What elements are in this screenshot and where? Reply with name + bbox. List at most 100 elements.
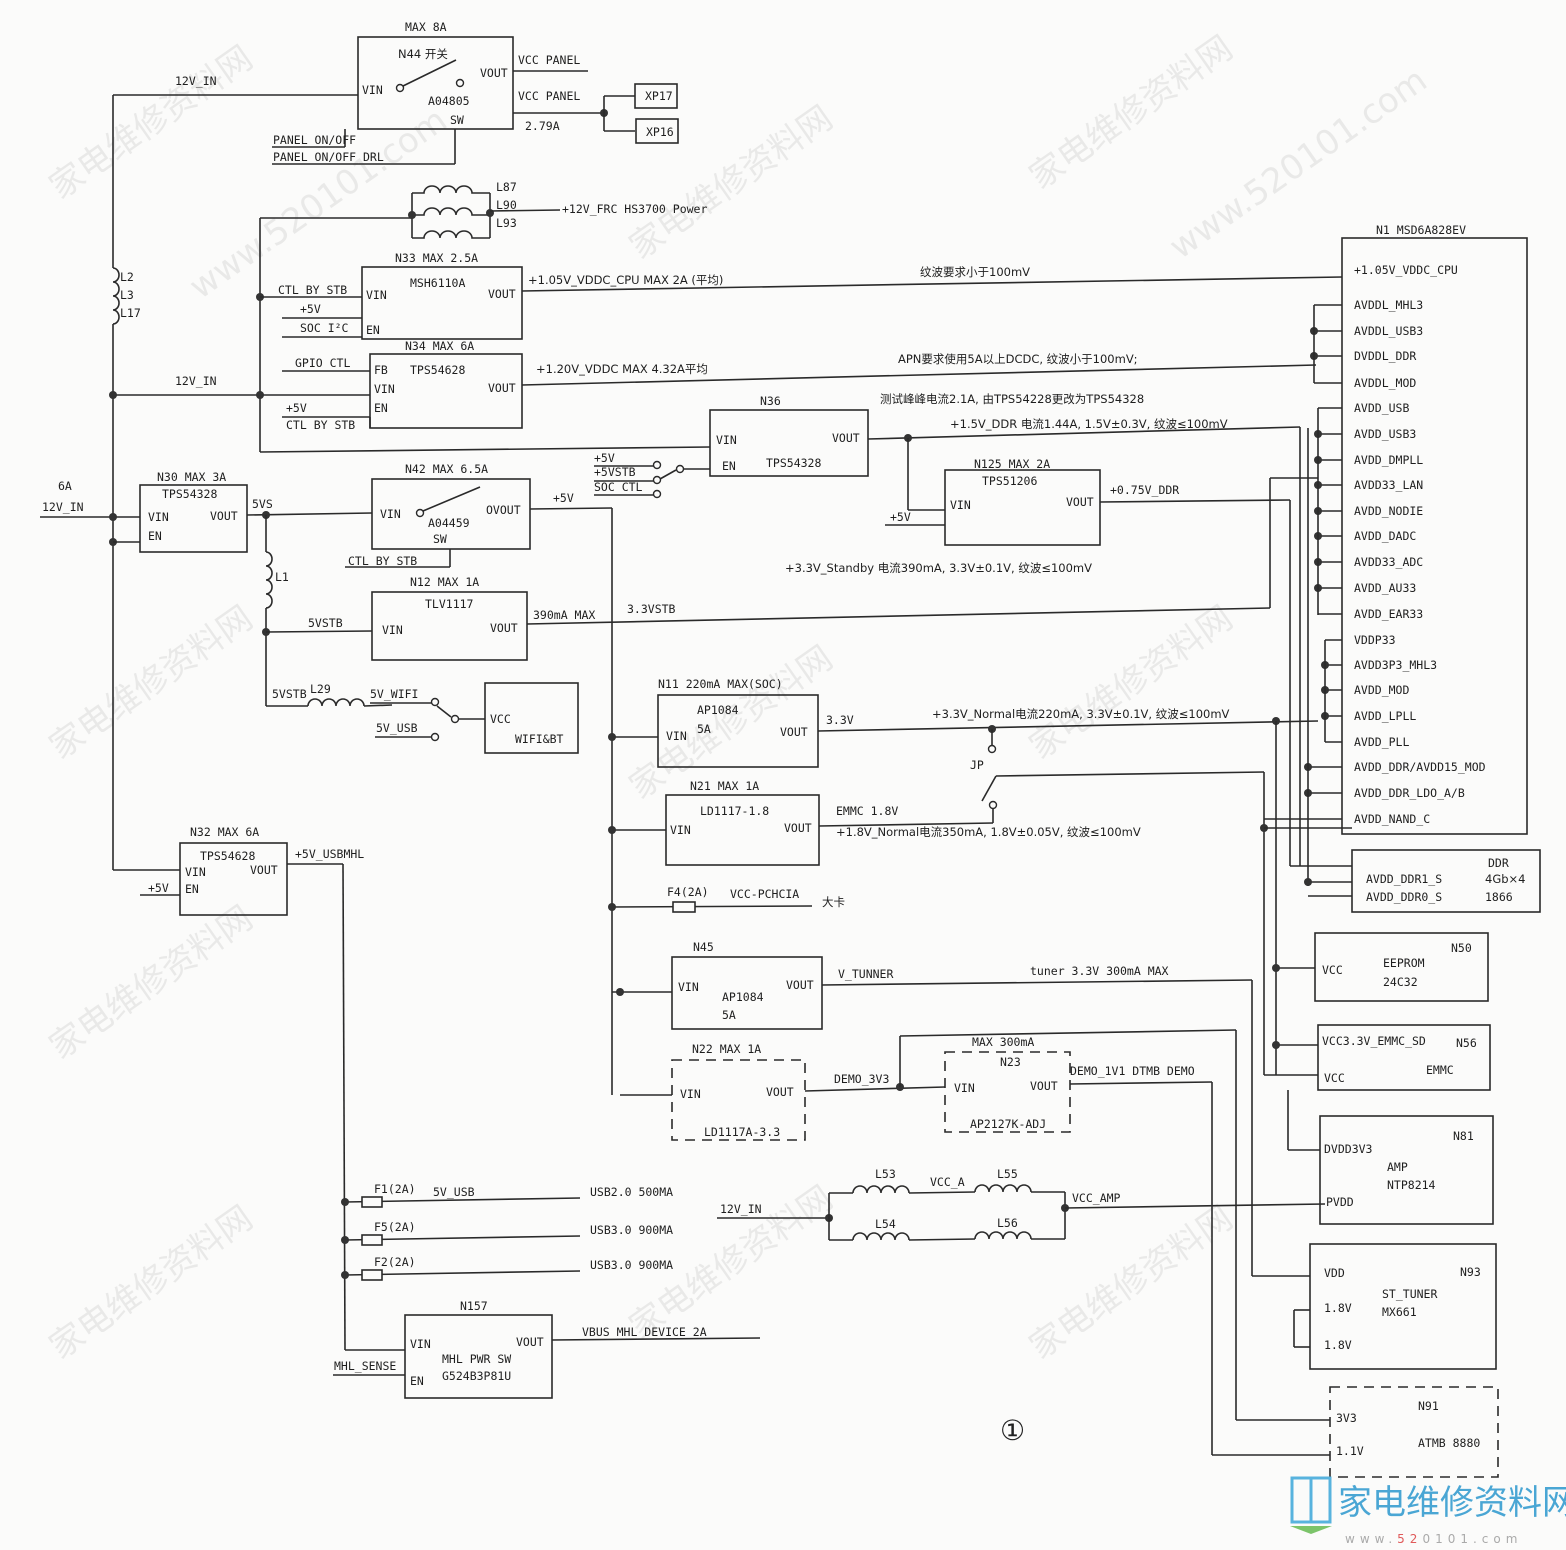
apn-note: APN要求使用5A以上DCDC, 纹波小于100mV;: [898, 352, 1138, 366]
n56-emmc: VCC3.3V_EMMC_SD N56 EMMC VCC: [1263, 1024, 1491, 1091]
net-label-5v: +5V: [553, 491, 574, 505]
ctl-label: CTL BY STB: [286, 418, 355, 432]
n33-regulator: N33 MAX 2.5A MSH6110A VIN VOUT EN CTL BY…: [260, 251, 1343, 340]
pin-label: VCC: [1324, 1071, 1345, 1085]
normal-1v8-note: +1.8V_Normal电流350mA, 1.8V±0.05V, 纹波≤100m…: [836, 825, 1141, 839]
pin-label: VOUT: [766, 1085, 794, 1099]
pin-label: VIN: [716, 433, 737, 447]
jumper-label: JP: [970, 758, 984, 772]
site-logo: 家电维修资料网 www.520101.com: [1290, 1476, 1566, 1546]
n36-ddr-regulator: N36 VIN VOUT EN TPS54328 +5V +5VSTB SOC …: [594, 392, 1301, 866]
soc-pin-label: AVDD3P3_MHL3: [1354, 658, 1437, 672]
inductor-label: L53: [875, 1167, 896, 1181]
net-label-vddc: +1.20V_VDDC MAX 4.32A平均: [536, 362, 708, 376]
input-label: +5V: [286, 401, 307, 415]
fuse-label: F4(2A): [667, 885, 709, 899]
pin-label: VOUT: [488, 381, 516, 395]
change-note: 测试峰峰电流2.1A, 由TPS54228更改为TPS54328: [880, 392, 1144, 406]
inductor-label: L55: [997, 1167, 1018, 1181]
net-label-3v3stb: 3.3VSTB: [627, 602, 676, 616]
pin-label: VIN: [382, 623, 403, 637]
block-title: N22 MAX 1A: [692, 1042, 761, 1056]
pin-label: VIN: [678, 980, 699, 994]
n157-mhl-switch: N157 VIN VOUT MHL PWR SW G524B3P81U EN M…: [333, 1299, 761, 1399]
soc-pin-label: AVDD_DDR/AVDD15_MOD: [1354, 760, 1486, 774]
part-rating: 5A: [722, 1008, 736, 1022]
fuse-symbol: [361, 1234, 383, 1246]
chip-label: MX661: [1382, 1305, 1417, 1319]
connector-label: XP17: [645, 89, 673, 103]
net-label-demo-3v3: DEMO_3V3: [834, 1072, 889, 1086]
en-option-label: SOC CTL: [594, 480, 643, 494]
net-label-12v-in: 12V_IN: [175, 74, 217, 88]
wifi-option-label: 5V_WIFI: [370, 687, 418, 701]
pin-label: VOUT: [516, 1335, 544, 1349]
input-label: +5V: [148, 881, 169, 895]
part-number: G524B3P81U: [442, 1369, 511, 1383]
n11-3v3-ldo: N11 220mA MAX(SOC) AP1084 5A VIN VOUT 3.…: [608, 677, 1319, 1075]
net-label-12v-frc: +12V_FRC HS3700 Power: [562, 202, 707, 216]
fuse-symbol: [361, 1196, 383, 1208]
pin-label: VOUT: [210, 509, 238, 523]
pin-label: VIN: [670, 823, 691, 837]
pin-label: VIN: [666, 729, 687, 743]
pin-label: SW: [433, 532, 447, 546]
soc-pin-label: AVDDL_MOD: [1354, 376, 1416, 390]
block-ref: N56: [1456, 1036, 1477, 1050]
pin-label: VIN: [374, 382, 395, 396]
watermark-text: 家电维修资料网: [42, 598, 260, 767]
pin-label: EN: [410, 1374, 424, 1388]
en-option-label: +5VSTB: [594, 465, 636, 479]
block-title: N45: [693, 940, 714, 954]
part-rating: 5A: [697, 722, 711, 736]
soc-pin-label: AVDD_DMPLL: [1354, 453, 1423, 467]
net-label-5v-usb: 5V_USB: [433, 1185, 475, 1199]
net-label-vddc-cpu: +1.05V_VDDC_CPU MAX 2A (平均): [528, 273, 723, 287]
frc-inductor-bank: L87 L90 L93 +12V_FRC HS3700 Power: [408, 180, 707, 239]
destination-label: 大卡: [822, 895, 845, 909]
net-label-vcc-panel: VCC PANEL: [518, 53, 580, 67]
n23-demo-1v1: MAX 300mA N23 VIN VOUT AP2127K-ADJ DEMO_…: [944, 1035, 1330, 1456]
net-label-v-tunner: V_TUNNER: [838, 967, 893, 981]
watermark-layer: 家电维修资料网 www.520101.com 家电维修资料网 家电维修资料网 w…: [42, 28, 1434, 1367]
n81-audio-amp: N81 DVDD3V3 AMP NTP8214 PVDD: [1287, 1090, 1494, 1225]
pin-label: VIN: [185, 865, 206, 879]
inductor-label: L1: [275, 570, 289, 584]
part-number: A04805: [428, 94, 470, 108]
watermark-text: 家电维修资料网: [622, 98, 840, 267]
n22-demo-ldo: N22 MAX 1A VIN VOUT LD1117A-3.3 DEMO_3V3: [620, 1029, 1330, 1421]
net-label-3v3: 3.3V: [826, 713, 854, 727]
input-net-label: 12V_IN: [42, 500, 84, 514]
pin-label: VIN: [410, 1337, 431, 1351]
net-label-vcc-panel: VCC PANEL: [518, 89, 580, 103]
pin-label: VOUT: [784, 821, 812, 835]
ddr-memory: DDR AVDD_DDR1_S 4Gb×4 AVDD_DDR0_S 1866: [1290, 849, 1541, 913]
pin-label: AVDD_DDR1_S: [1366, 872, 1442, 886]
module-label: WIFI&BT: [515, 732, 564, 746]
n32-usb-mhl-buck: N32 MAX 6A TPS54628 VIN VOUT EN +5V +5V_…: [140, 825, 364, 1351]
pin-label: VCC3.3V_EMMC_SD: [1322, 1034, 1426, 1048]
fuse-label: F5(2A): [374, 1220, 416, 1234]
input-label: +5V: [300, 302, 321, 316]
tuner-note: tuner 3.3V 300mA MAX: [1030, 964, 1169, 978]
part-number: LD1117-1.8: [700, 804, 769, 818]
inductor-label: L29: [310, 682, 331, 696]
chip-label: ATMB 8880: [1418, 1436, 1480, 1450]
wifi-bt-supply: 5VSTB L29 5V_WIFI 5V_USB VCC WIFI&BT: [266, 682, 579, 754]
soc-pin-label: AVDD_LPLL: [1354, 709, 1416, 723]
block-title: N30 MAX 3A: [157, 470, 226, 484]
pin-label: FB: [374, 363, 388, 377]
ctl-label: GPIO CTL: [295, 356, 350, 370]
logo-text: 家电维修资料网: [1338, 1483, 1566, 1523]
net-label-vbus-mhl: VBUS MHL DEVICE 2A: [582, 1325, 707, 1339]
soc-pin-label: AVDD_USB3: [1354, 427, 1416, 441]
wifi-option-label: 5V_USB: [376, 721, 418, 735]
net-label-emmc-1v8: EMMC 1.8V: [836, 804, 898, 818]
watermark-text: 家电维修资料网: [1022, 28, 1240, 197]
ddr-label: 4Gb×4: [1485, 872, 1525, 886]
n125-vtt-regulator: N125 MAX 2A TPS51206 VIN VOUT +5V +0.75V…: [885, 438, 1291, 866]
f4-pcmcia-fuse: F4(2A) VCC-PCHCIA 大卡: [608, 885, 845, 913]
pin-label: VOUT: [1066, 495, 1094, 509]
watermark-text: 家电维修资料网: [42, 898, 260, 1067]
